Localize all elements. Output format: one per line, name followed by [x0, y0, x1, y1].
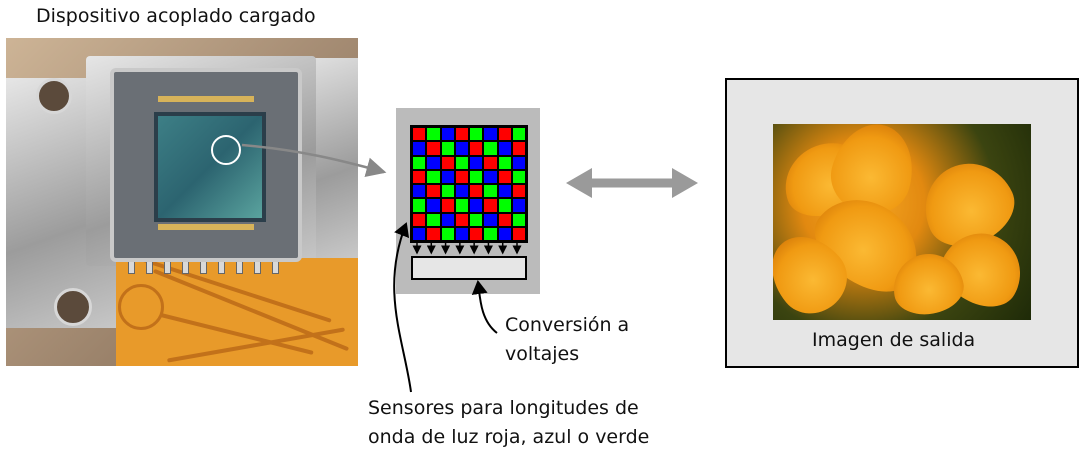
- sensor-cell-red: [469, 141, 484, 156]
- mount-hole: [36, 78, 72, 114]
- sensor-cell-red: [454, 127, 469, 142]
- sensor-cell-red: [412, 127, 427, 142]
- sensor-cell-red: [511, 141, 526, 156]
- sensor-cell-blue: [497, 141, 512, 156]
- sensor-cell-red: [469, 184, 484, 199]
- sensor-cell-blue: [469, 155, 484, 170]
- mount-hole: [54, 288, 92, 326]
- sensor-cell-blue: [454, 184, 469, 199]
- sensor-cell-green: [511, 212, 526, 227]
- sensor-cell-red: [483, 155, 498, 170]
- sensor-cell-blue: [483, 169, 498, 184]
- sensor-cell-red: [412, 169, 427, 184]
- sensor-cell-green: [511, 127, 526, 142]
- sensor-cell-red: [511, 184, 526, 199]
- voltage-converter-bar: [411, 256, 527, 280]
- flex-hole: [118, 284, 164, 330]
- sensor-cell-green: [497, 155, 512, 170]
- double-headed-arrow-icon: [566, 168, 698, 198]
- sensor-cell-green: [469, 127, 484, 142]
- sensor-cell-red: [497, 169, 512, 184]
- ccd-chip-package: [110, 68, 302, 262]
- sensor-cell-green: [483, 141, 498, 156]
- sensor-cell-blue: [426, 155, 441, 170]
- sensor-cell-green: [483, 226, 498, 241]
- output-photo: [773, 124, 1031, 320]
- output-caption: Imagen de salida: [812, 329, 976, 351]
- sensor-cell-red: [426, 141, 441, 156]
- sensor-cell-blue: [497, 184, 512, 199]
- sensor-cell-green: [426, 212, 441, 227]
- sensor-cell-blue: [412, 226, 427, 241]
- sensors-label: Sensores para longitudes de onda de luz …: [368, 397, 650, 448]
- sensor-cell-blue: [412, 141, 427, 156]
- sensor-cell-green: [483, 184, 498, 199]
- sensor-cell-blue: [426, 198, 441, 213]
- sensor-cell-green: [440, 141, 455, 156]
- sensor-cell-blue: [440, 127, 455, 142]
- sensor-cell-red: [497, 127, 512, 142]
- sensor-cell-blue: [454, 141, 469, 156]
- sensor-cell-blue: [454, 226, 469, 241]
- sensor-cell-red: [454, 212, 469, 227]
- sensor-cell-red: [511, 226, 526, 241]
- sensor-cell-green: [469, 212, 484, 227]
- color-filter-array: [410, 125, 528, 243]
- sensor-cell-green: [440, 184, 455, 199]
- ccd-sensor-die: [154, 112, 266, 222]
- sensor-cell-green: [469, 169, 484, 184]
- sensor-cell-green: [497, 198, 512, 213]
- sensor-cell-green: [454, 155, 469, 170]
- sensor-cell-blue: [511, 198, 526, 213]
- sensor-cell-blue: [483, 212, 498, 227]
- sensor-cell-green: [454, 198, 469, 213]
- conversion-label: Conversión a voltajes: [505, 314, 630, 365]
- sensor-cell-green: [412, 198, 427, 213]
- sensor-cell-red: [440, 198, 455, 213]
- sensor-cell-red: [426, 184, 441, 199]
- sensor-cell-green: [412, 155, 427, 170]
- ccd-title: Dispositivo acoplado cargado: [36, 5, 316, 27]
- sensor-cell-blue: [469, 198, 484, 213]
- sensor-highlight-circle: [211, 135, 241, 165]
- sensor-cell-red: [454, 169, 469, 184]
- sensor-cell-red: [412, 212, 427, 227]
- sensor-cell-blue: [497, 226, 512, 241]
- sensor-cell-blue: [440, 212, 455, 227]
- sensor-cell-red: [469, 226, 484, 241]
- sensor-cell-red: [497, 212, 512, 227]
- sensor-cell-red: [426, 226, 441, 241]
- sensor-cell-green: [426, 169, 441, 184]
- sensor-cell-green: [440, 226, 455, 241]
- sensor-cell-red: [483, 198, 498, 213]
- sensor-cell-green: [426, 127, 441, 142]
- sensor-cell-blue: [440, 169, 455, 184]
- sensor-cell-blue: [412, 184, 427, 199]
- sensor-cell-green: [511, 169, 526, 184]
- sensor-cell-red: [440, 155, 455, 170]
- ccd-photo: [6, 38, 358, 366]
- sensor-cell-blue: [511, 155, 526, 170]
- sensor-cell-blue: [483, 127, 498, 142]
